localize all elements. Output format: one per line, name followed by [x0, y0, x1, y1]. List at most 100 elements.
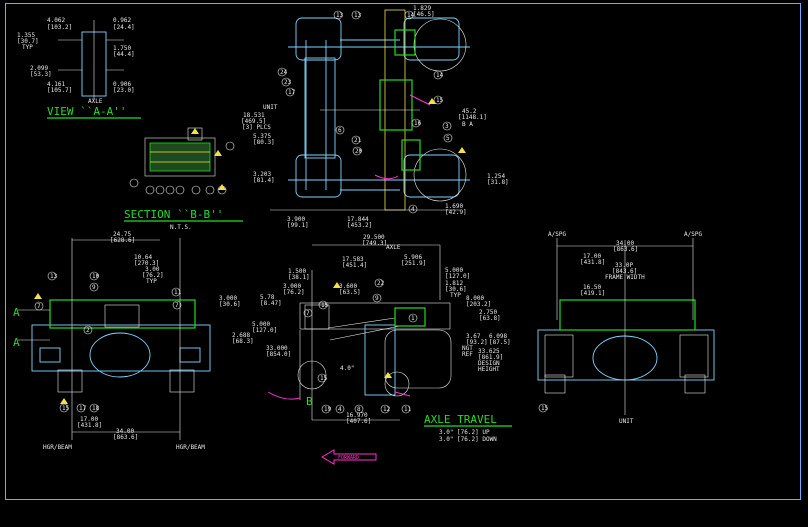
svg-text:23: 23 [284, 79, 292, 86]
dim-text: 4.161 [47, 81, 65, 88]
svg-text:10: 10 [92, 273, 100, 280]
dim-text: [76.2] [283, 289, 305, 296]
svg-text:20: 20 [355, 148, 363, 155]
dim-text: 1.829 [413, 5, 431, 12]
svg-text:12: 12 [383, 406, 391, 413]
svg-text:3: 3 [445, 123, 449, 130]
dim-text: [68.3] [232, 338, 254, 345]
frame-width-label: FRAME WIDTH [605, 274, 645, 281]
dim-text: [628.6] [110, 237, 135, 244]
svg-text:1: 1 [411, 315, 415, 322]
spg-label: A/SPG [684, 231, 702, 238]
dim-text: [8.47] [260, 300, 282, 307]
wheel-bottom-left [295, 154, 342, 198]
dim-text: [451.4] [342, 262, 367, 269]
left-frame [31, 324, 211, 372]
dim-text: 24.75 [113, 231, 131, 238]
right-frame [537, 329, 715, 381]
cut-label-a: A [13, 336, 20, 349]
dim-text: 0.906 [113, 81, 131, 88]
dim-text: 16.50 [583, 284, 601, 291]
dim-text: [42.9] [445, 209, 467, 216]
dim-text: B A [462, 121, 473, 128]
svg-text:14: 14 [407, 12, 415, 19]
center-frame [299, 302, 451, 330]
svg-text:7: 7 [306, 310, 310, 317]
svg-text:11: 11 [174, 289, 182, 296]
dim-text: [127.0] [252, 327, 277, 334]
dim-text: [24.4] [113, 24, 135, 31]
dim-text: 17.583 [342, 256, 364, 263]
section-bb-title: SECTION ``B-B'' [124, 208, 223, 221]
svg-text:8: 8 [357, 406, 361, 413]
dim-text: [30.6] [445, 286, 467, 293]
dim-text: 1.254 [487, 173, 505, 180]
svg-text:15: 15 [62, 405, 70, 412]
svg-text:14: 14 [436, 72, 444, 79]
dim-text: [87.5] [489, 339, 511, 346]
cut-label-a: A [13, 306, 20, 319]
dim-text: [46.5] [413, 11, 435, 18]
unit-label: UNIT [263, 104, 278, 111]
top-view-group: UNIT 1.829 [46.5] 18.531 [469.5] [3] PLC… [241, 5, 509, 229]
dim-text: TYP [146, 278, 157, 285]
svg-text:15: 15 [541, 405, 549, 412]
ngt-label: NGT [462, 345, 473, 352]
dim-text: 8.000 [466, 295, 484, 302]
dim-text: 1.812 [445, 280, 463, 287]
dim-text: [105.7] [47, 87, 72, 94]
forward-label: FORWARD [338, 455, 359, 461]
travel-down: 3.0" [76.2] DOWN [439, 436, 497, 443]
dim-text: [407.6] [346, 418, 371, 425]
dim-text: 17.00 [583, 253, 601, 260]
dim-text: [1148.1] [458, 114, 487, 121]
dim-text: [44.4] [113, 51, 135, 58]
view-aa-title: VIEW ``A-A'' [47, 105, 126, 118]
dim-text: 16.970 [346, 412, 368, 419]
dim-text: 34.00 [616, 240, 634, 247]
dim-text: [843.6] [612, 268, 637, 275]
dim-text: 5.000 [445, 267, 463, 274]
dim-text: 6.098 [489, 333, 507, 340]
dim-text: [30.7] [17, 38, 39, 45]
dim-text: 5.906 [404, 254, 422, 261]
dim-text: 1.355 [17, 32, 35, 39]
svg-text:4: 4 [411, 206, 415, 213]
dim-text: 45.2 [462, 108, 477, 115]
dim-text: 3.00 [145, 266, 160, 273]
dim-text: [31.8] [487, 179, 509, 186]
svg-text:17: 17 [288, 89, 296, 96]
dim-text: 0.962 [113, 17, 131, 24]
dim-text: [431.8] [580, 259, 605, 266]
dim-text: 3.000 [219, 295, 237, 302]
dim-text: 33.000 [266, 345, 288, 352]
dim-text: 5.375 [253, 133, 271, 140]
drawing-border [5, 3, 801, 500]
dim-text: 4.0" [340, 365, 354, 372]
dim-text: [30.6] [219, 301, 241, 308]
spg-label: A/SPG [548, 231, 566, 238]
dim-text: 29.500 [363, 234, 385, 241]
left-view-group: A A 24.75 [628.6] 10.64 [270.3] 3.00 [76… [13, 231, 254, 451]
axle-label: AXLE [88, 98, 103, 105]
svg-text:4: 4 [338, 406, 342, 413]
axle-travel-title: AXLE TRAVEL [424, 413, 497, 426]
svg-text:17: 17 [79, 405, 87, 412]
dim-text: 17.00 [80, 416, 98, 423]
dim-text: [81.4] [253, 177, 275, 184]
svg-text:13: 13 [354, 12, 362, 19]
wheel-bottom-right [403, 154, 460, 198]
svg-text:11: 11 [404, 406, 412, 413]
dim-text: [80.3] [253, 139, 275, 146]
dim-text: [469.5] [241, 118, 266, 125]
dim-text: 2.688 [232, 332, 250, 339]
dim-text: [53.3] [30, 71, 52, 78]
svg-text:21: 21 [354, 137, 362, 144]
dim-text: 2.750 [479, 309, 497, 316]
dim-text: [251.9] [401, 260, 426, 267]
dim-text: [3] PLCS [242, 124, 271, 131]
section-body [144, 137, 216, 177]
section-bb-group: SECTION ``B-B'' N.T.S. [124, 127, 243, 231]
dim-text: 18.531 [243, 112, 265, 119]
